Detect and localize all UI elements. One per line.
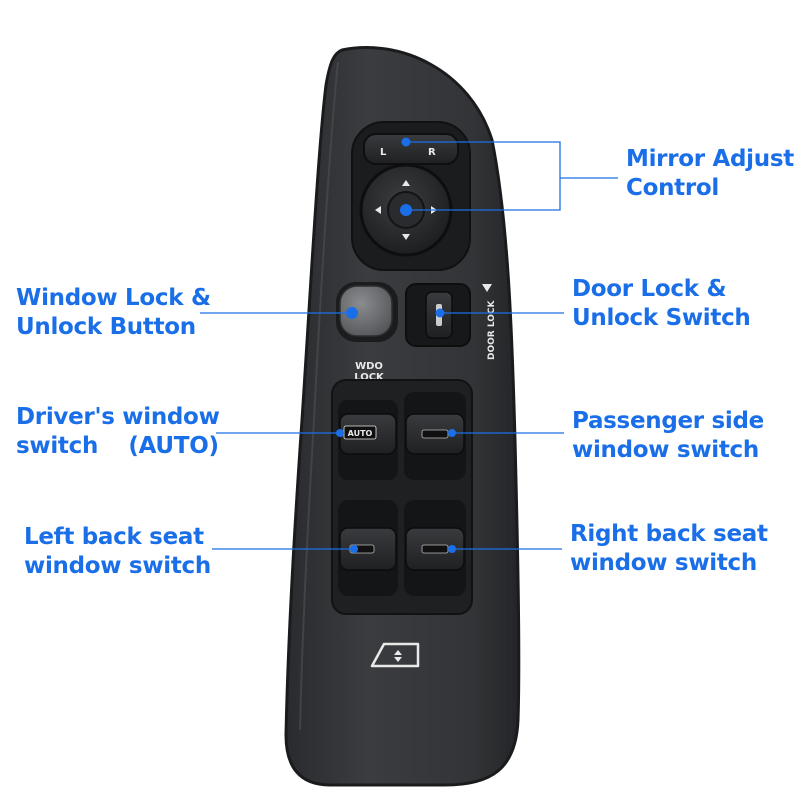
callout-right-back-line1: Right back seat: [570, 521, 768, 547]
wdo-lock-marking-2: LOCK: [354, 372, 385, 383]
callout-dots: [336, 137, 456, 553]
callout-passenger-line1: Passenger side: [572, 408, 764, 434]
mirror-right-marking: R: [428, 147, 436, 158]
callout-right-back-line2: window switch: [570, 550, 757, 576]
arrow-left-icon: [375, 206, 381, 214]
arrow-up-icon: [402, 180, 410, 186]
callout-window-lock-unlock-button: Window Lock & Unlock Button: [16, 284, 211, 342]
callout-lines: [200, 141, 618, 550]
callout-door-lock-unlock-switch: Door Lock & Unlock Switch: [572, 275, 751, 333]
callout-door-lock-line2: Unlock Switch: [572, 305, 751, 331]
mirror-left-marking: L: [380, 147, 387, 158]
callout-left-back-seat-window-switch: Left back seat window switch: [24, 523, 211, 581]
callout-passenger-side-window-switch: Passenger side window switch: [572, 407, 764, 465]
callout-window-lock-line2: Unlock Button: [16, 314, 196, 340]
callout-door-lock-line1: Door Lock &: [572, 276, 727, 302]
callout-drivers-window-switch: Driver's window switch (AUTO): [16, 403, 220, 461]
window-arrows-icon: [394, 650, 402, 662]
arrow-down-icon: [402, 234, 410, 240]
auto-marking: AUTO: [348, 429, 373, 438]
callout-mirror-line1: Mirror Adjust: [626, 146, 794, 172]
callout-passenger-line2: window switch: [572, 437, 759, 463]
callout-mirror-adjust-control: Mirror Adjust Control: [626, 145, 794, 203]
callout-drivers-line2: switch (AUTO): [16, 433, 219, 459]
callout-window-lock-line1: Window Lock &: [16, 285, 211, 311]
window-lock-button[interactable]: [339, 285, 393, 337]
door-lock-marking: DOOR LOCK: [487, 299, 497, 360]
window-indicator-icon: [370, 642, 420, 668]
callout-right-back-seat-window-switch: Right back seat window switch: [570, 520, 768, 578]
mirror-selector-switch[interactable]: [363, 133, 459, 165]
callout-drivers-line1: Driver's window: [16, 404, 220, 430]
callout-left-back-line2: window switch: [24, 553, 211, 579]
wdo-lock-marking-1: WDO: [355, 361, 383, 372]
door-lock-arrow-icon: [482, 284, 492, 292]
panel-highlight: [299, 61, 339, 731]
callout-mirror-line2: Control: [626, 175, 719, 201]
callout-left-back-line1: Left back seat: [24, 524, 204, 550]
